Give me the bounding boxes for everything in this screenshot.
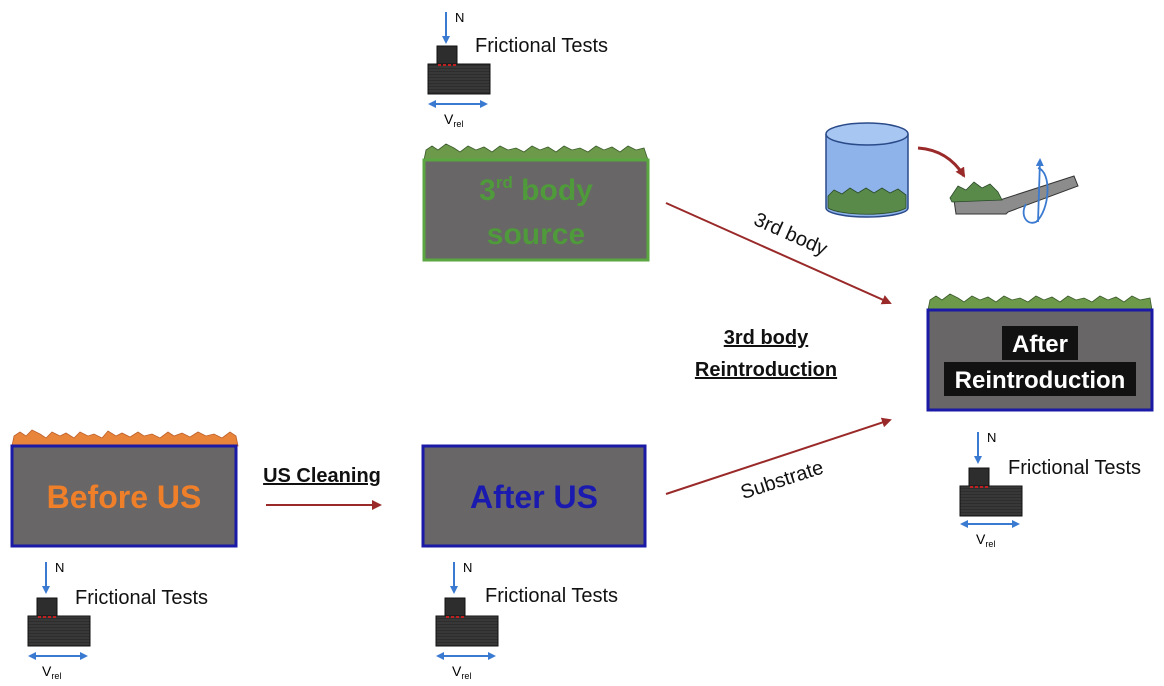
third-body-source-line1: 3rd body [479, 173, 593, 207]
normal-force-label: N [455, 10, 464, 25]
reintroduction-step: 3rd body Substrate 3rd body Reintroducti… [665, 202, 892, 504]
third-body-source-sample: 3rd body source [422, 143, 650, 262]
third-body-source-line2: source [487, 218, 585, 251]
before-us-sample: Before US [10, 429, 239, 548]
after-reintroduction-line1: After [1012, 331, 1068, 358]
us-cleaning-step: US Cleaning [263, 465, 382, 510]
normal-force-label: N [987, 430, 996, 445]
reintroduction-label-line1: 3rd body [724, 327, 809, 349]
normal-force-label: N [55, 560, 64, 575]
friction-test-top: N Vrel Frictional Tests [427, 10, 608, 129]
velocity-label: V [444, 111, 454, 127]
orange-debris-layer [11, 429, 239, 447]
substrate-arrow-label: Substrate [738, 457, 826, 504]
frictional-tests-label: Frictional Tests [475, 35, 608, 57]
friction-test-middle: N Vrel Frictional Tests [435, 560, 618, 681]
frictional-tests-label: Frictional Tests [485, 585, 618, 607]
friction-test-right: N Vrel Frictional Tests [959, 430, 1141, 549]
svg-text:Vrel: Vrel [976, 531, 995, 549]
friction-test-left: N Vrel Frictional Tests [27, 560, 208, 681]
green-debris-layer [423, 143, 649, 161]
after-us-sample: After US [421, 444, 647, 548]
after-reintroduction-sample: After Reintroduction [926, 293, 1154, 412]
velocity-label: V [42, 663, 52, 679]
us-cleaning-label: US Cleaning [263, 465, 381, 487]
reintroduction-label-line2: Reintroduction [695, 359, 837, 381]
velocity-label: V [452, 663, 462, 679]
velocity-label: V [976, 531, 986, 547]
before-us-label: Before US [47, 479, 202, 515]
after-reintroduction-line2: Reintroduction [955, 367, 1126, 394]
normal-force-label: N [463, 560, 472, 575]
after-us-label: After US [470, 479, 598, 515]
third-body-arrow-label: 3rd body [750, 209, 830, 261]
svg-text:Vrel: Vrel [444, 111, 463, 129]
svg-text:Vrel: Vrel [452, 663, 471, 681]
frictional-tests-label: Frictional Tests [1008, 457, 1141, 479]
green-debris-layer [927, 293, 1153, 311]
svg-text:Vrel: Vrel [42, 663, 61, 681]
cup-and-spatula-illustration [825, 122, 1079, 224]
frictional-tests-label: Frictional Tests [75, 587, 208, 609]
